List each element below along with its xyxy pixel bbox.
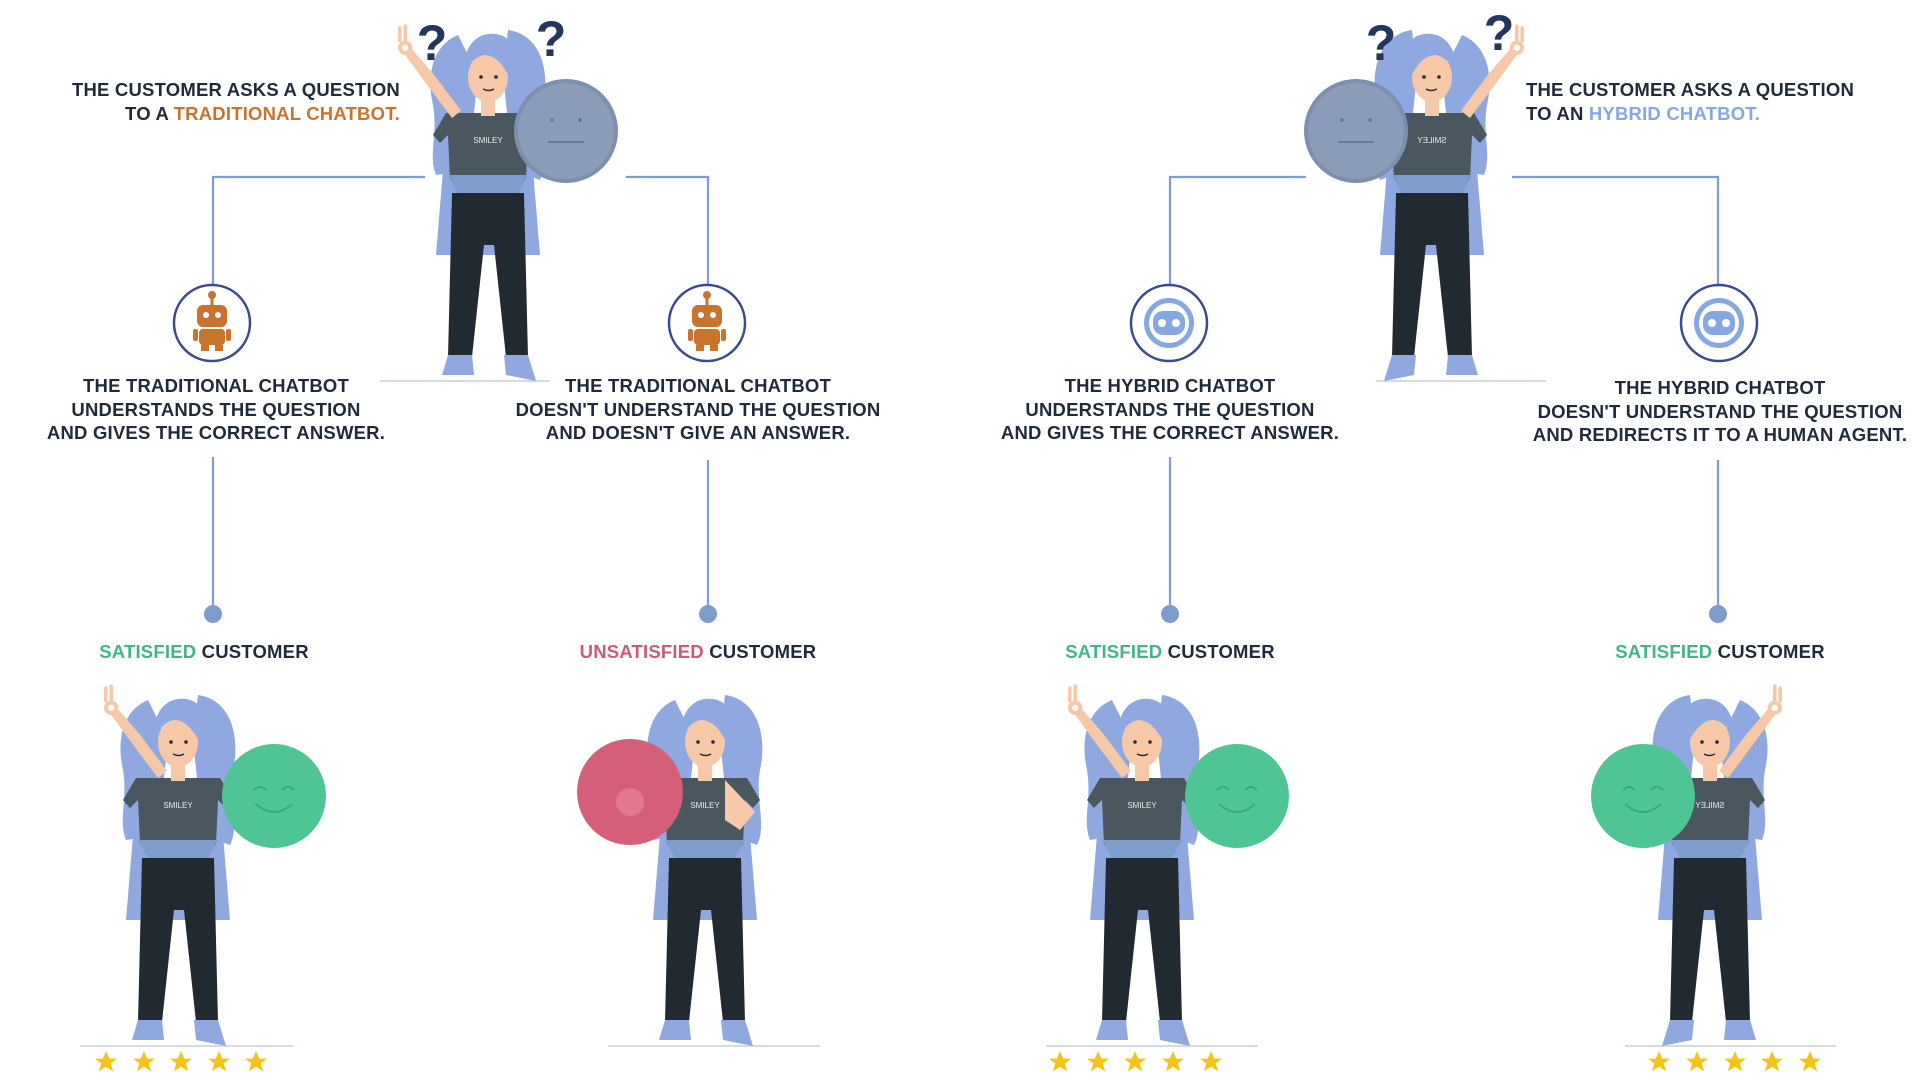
connector-hyb-left <box>1168 175 1306 285</box>
star-icon <box>1724 1051 1746 1072</box>
trad-intro-line2: TO A TRADITIONAL CHATBOT. <box>125 102 400 124</box>
blue-robot-icon <box>1129 283 1209 363</box>
star-icon <box>1200 1051 1222 1072</box>
trad-accent-label: TRADITIONAL CHATBOT. <box>173 102 400 124</box>
trad-outcome-unsatisfied: UNSATISFIED CUSTOMER <box>579 641 817 662</box>
blue-robot-icon <box>1679 283 1759 363</box>
star-icon <box>1087 1051 1109 1072</box>
hybrid-connectors <box>1168 175 1720 605</box>
rating-stars <box>1648 1051 1821 1072</box>
customer-asking-trad: ? ? <box>380 11 618 382</box>
satisfied-customer-trad <box>80 684 326 1072</box>
rating-stars <box>95 1051 267 1072</box>
node-dot-hyb-right <box>1709 605 1727 623</box>
traditional-section: ? ? <box>80 11 820 1072</box>
connector-trad-left <box>211 175 425 285</box>
star-icon <box>1648 1051 1670 1072</box>
star-icon <box>208 1051 230 1072</box>
hyb-intro-line1: THE CUSTOMER ASKS A QUESTION <box>1526 79 1855 100</box>
star-icon <box>95 1051 117 1072</box>
happy-smiley-ball <box>1591 744 1695 848</box>
satisfied-customer-hyb-right <box>1591 684 1836 1072</box>
happy-smiley-ball <box>222 744 326 848</box>
hybrid-section: ? ? <box>1046 5 1836 1072</box>
node-dot-trad-right <box>699 605 717 623</box>
rating-stars <box>1049 1051 1222 1072</box>
trad-bad-description: THE TRADITIONAL CHATBOT DOESN'T UNDERSTA… <box>515 375 881 443</box>
hyb-good-description: THE HYBRID CHATBOT UNDERSTANDS THE QUEST… <box>1000 375 1340 443</box>
star-icon <box>1686 1051 1708 1072</box>
star-icon <box>245 1051 267 1072</box>
unsatisfied-customer-trad <box>577 694 820 1047</box>
connector-hyb-right <box>1512 175 1720 285</box>
satisfied-customer-hyb-left <box>1046 684 1289 1072</box>
star-icon <box>1761 1051 1783 1072</box>
star-icon <box>1049 1051 1071 1072</box>
connector-trad-right <box>626 175 710 285</box>
trad-outcome-satisfied: SATISFIED CUSTOMER <box>99 641 309 662</box>
question-mark-icon: ? <box>417 15 448 71</box>
star-icon <box>1162 1051 1184 1072</box>
hyb-outcome-satisfied-right: SATISFIED CUSTOMER <box>1615 641 1825 662</box>
orange-robot-icon <box>667 283 747 363</box>
node-dot-hyb-left <box>1161 605 1179 623</box>
hyb-accent-label: HYBRID CHATBOT. <box>1588 102 1761 124</box>
question-mark-icon: ? <box>1366 15 1397 71</box>
question-mark-icon: ? <box>1484 5 1515 61</box>
orange-robot-icon <box>172 283 252 363</box>
star-icon <box>133 1051 155 1072</box>
trad-good-description: THE TRADITIONAL CHATBOT UNDERSTANDS THE … <box>46 375 386 443</box>
star-icon <box>1124 1051 1146 1072</box>
hyb-intro-text: THE CUSTOMER ASKS A QUESTION TO AN HYBRI… <box>1526 78 1854 125</box>
hyb-intro-line2: TO AN HYBRID CHATBOT. <box>1526 102 1761 124</box>
hyb-outcome-satisfied-left: SATISFIED CUSTOMER <box>1065 641 1275 662</box>
traditional-connectors <box>211 175 710 605</box>
star-icon <box>1799 1051 1821 1072</box>
star-icon <box>170 1051 192 1072</box>
happy-smiley-ball <box>1185 744 1289 848</box>
question-mark-icon: ? <box>536 11 567 67</box>
trad-intro-line1: THE CUSTOMER ASKS A QUESTION <box>71 79 400 100</box>
hyb-redirect-description: THE HYBRID CHATBOT DOESN'T UNDERSTAND TH… <box>1532 377 1908 445</box>
customer-asking-hyb: ? ? <box>1304 5 1546 382</box>
trad-intro-text: THE CUSTOMER ASKS A QUESTION TO A TRADIT… <box>72 78 400 125</box>
node-dot-trad-left <box>204 605 222 623</box>
